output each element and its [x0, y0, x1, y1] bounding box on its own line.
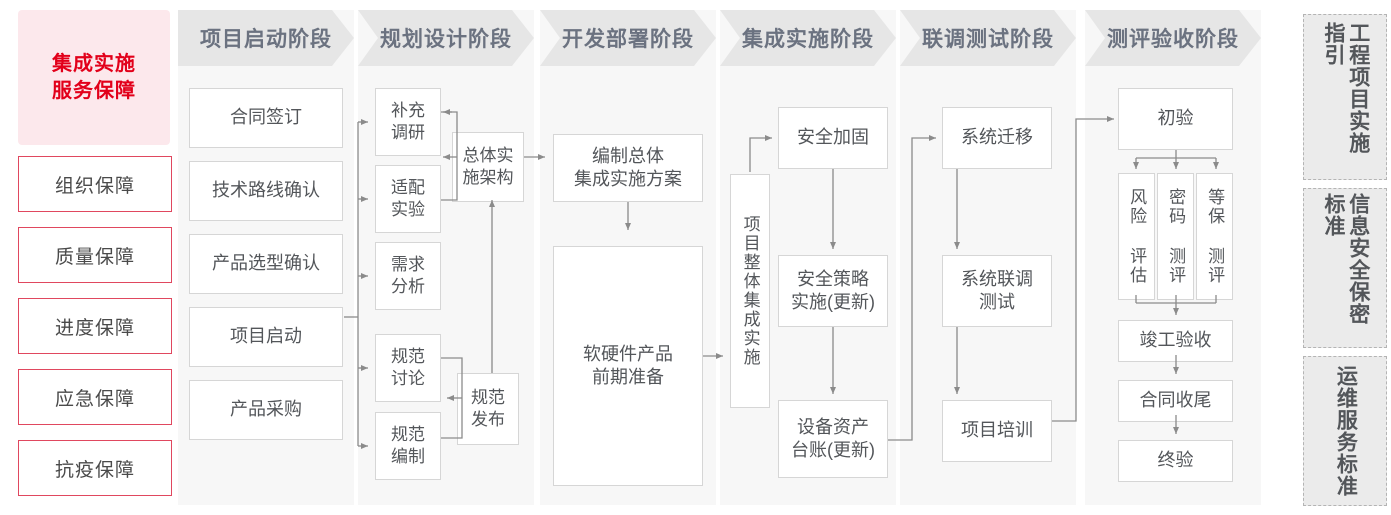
phase-column-project-launch: 项目启动阶段 合同签订 技术路线确认 产品选型确认 项目启动 产品采购: [178, 10, 354, 505]
node-completion-acceptance[interactable]: 竣工验收: [1118, 320, 1233, 362]
node-product-procurement[interactable]: 产品采购: [189, 380, 343, 440]
phase-column-evaluation-acceptance: 测评验收阶段 初验 风险 评估 密码 测评 等保 测评 竣工验收 合同收尾 终验: [1085, 10, 1261, 505]
node-label: 产品采购: [230, 399, 302, 420]
phase-header-label: 项目启动阶段: [200, 28, 332, 51]
guarantee-label: 应急保障: [54, 388, 135, 410]
node-preliminary-acceptance[interactable]: 初验: [1118, 88, 1233, 150]
node-compile-overall-plan[interactable]: 编制总体 集成实施方案: [553, 134, 703, 202]
node-security-policy-implementation[interactable]: 安全策略 实施(更新): [778, 255, 888, 327]
node-label: 设备资产 台账(更新): [791, 416, 875, 460]
phase-header[interactable]: 项目启动阶段: [178, 10, 354, 66]
guarantee-item-4[interactable]: 抗疫保障: [18, 440, 172, 496]
node-hw-sw-preparation[interactable]: 软硬件产品 前期准备: [553, 246, 703, 486]
guarantee-item-0[interactable]: 组织保障: [18, 156, 172, 212]
node-label: 合同收尾: [1139, 390, 1212, 411]
phase-header-label: 联调测试阶段: [922, 28, 1054, 51]
node-label: 系统迁移: [961, 127, 1033, 148]
node-tech-route-confirm[interactable]: 技术路线确认: [189, 161, 343, 221]
node-label: 项目培训: [961, 420, 1033, 441]
guarantee-column: 集成实施 服务保障 组织保障 质量保障 进度保障 应急保障 抗疫保障: [18, 10, 172, 505]
node-label: 需求 分析: [391, 254, 425, 296]
node-cryptography-evaluation[interactable]: 密码 测评: [1157, 173, 1194, 300]
node-label: 技术路线确认: [212, 180, 320, 201]
node-adaptation-experiment[interactable]: 适配 实验: [375, 165, 441, 233]
node-label: 初验: [1157, 108, 1194, 129]
node-label: 适配 实验: [391, 177, 425, 219]
node-project-kickoff[interactable]: 项目启动: [189, 307, 343, 367]
node-label: 软硬件产品 前期准备: [583, 343, 673, 387]
node-label: 安全策略 实施(更新): [791, 268, 875, 312]
node-label: 项目启动: [230, 326, 302, 347]
title-block: 集成实施 服务保障: [18, 10, 170, 145]
phase-header-label: 集成实施阶段: [742, 28, 874, 51]
phase-header[interactable]: 测评验收阶段: [1085, 10, 1261, 66]
node-label: 系统联调 测试: [961, 268, 1033, 312]
phase-column-integration: 集成实施阶段 项目整体集成实施 安全加固 安全策略 实施(更新) 设备资产 台账…: [720, 10, 896, 505]
node-label: 产品选型确认: [212, 253, 320, 274]
phase-header-label: 测评验收阶段: [1107, 28, 1239, 51]
guarantee-item-1[interactable]: 质量保障: [18, 227, 172, 283]
node-label: 风险 评估: [1127, 188, 1147, 285]
guarantee-label: 进度保障: [54, 317, 135, 339]
node-label: 编制总体 集成实施方案: [574, 145, 682, 189]
phase-column-joint-testing: 联调测试阶段 系统迁移 系统联调 测试 项目培训: [900, 10, 1076, 505]
guarantee-label: 质量保障: [54, 246, 135, 268]
phase-header-label: 规划设计阶段: [380, 28, 512, 51]
node-spec-publication[interactable]: 规范 发布: [457, 373, 519, 445]
node-label: 竣工验收: [1139, 330, 1212, 351]
node-product-selection-confirm[interactable]: 产品选型确认: [189, 234, 343, 294]
standard-label: 工程项目实施指引: [1322, 22, 1370, 154]
standard-card-engineering-guide[interactable]: 工程项目实施指引: [1303, 14, 1387, 180]
phase-header[interactable]: 开发部署阶段: [540, 10, 716, 66]
node-label: 密码 测评: [1166, 188, 1186, 285]
phase-column-planning-design: 规划设计阶段 补充 调研 适配 实验 需求 分析 规范 讨论 规范 编制 总体实…: [358, 10, 534, 505]
node-overall-project-integration[interactable]: 项目整体集成实施: [730, 174, 770, 408]
node-label: 补充 调研: [391, 100, 425, 142]
phase-header[interactable]: 集成实施阶段: [720, 10, 896, 66]
node-supplementary-research[interactable]: 补充 调研: [375, 88, 441, 156]
guarantee-item-3[interactable]: 应急保障: [18, 369, 172, 425]
standard-card-ops-service[interactable]: 运维服务标准: [1303, 356, 1387, 506]
node-label: 总体实 施架构: [462, 145, 514, 187]
node-label: 规范 发布: [471, 387, 505, 429]
node-risk-assessment[interactable]: 风险 评估: [1118, 173, 1155, 300]
node-requirement-analysis[interactable]: 需求 分析: [375, 242, 441, 310]
guarantee-label: 组织保障: [54, 175, 135, 197]
node-contract-signing[interactable]: 合同签订: [189, 88, 343, 148]
node-mlps-evaluation[interactable]: 等保 测评: [1196, 173, 1233, 300]
node-label: 安全加固: [797, 127, 869, 148]
standard-card-infosec[interactable]: 信息安全保密标准: [1303, 188, 1387, 348]
node-overall-implementation-architecture[interactable]: 总体实 施架构: [452, 132, 524, 202]
node-security-hardening[interactable]: 安全加固: [778, 107, 888, 169]
guarantee-label: 抗疫保障: [54, 459, 135, 481]
node-final-acceptance[interactable]: 终验: [1118, 440, 1233, 482]
title-block-label: 集成实施 服务保障: [52, 52, 136, 102]
node-system-migration[interactable]: 系统迁移: [942, 107, 1052, 169]
node-label: 规范 编制: [391, 424, 425, 466]
phase-column-dev-deployment: 开发部署阶段 编制总体 集成实施方案 软硬件产品 前期准备: [540, 10, 716, 505]
phase-header[interactable]: 规划设计阶段: [358, 10, 534, 66]
node-label: 合同签订: [230, 107, 302, 128]
node-label: 规范 讨论: [391, 346, 425, 388]
guarantee-item-2[interactable]: 进度保障: [18, 298, 172, 354]
node-project-training[interactable]: 项目培训: [942, 400, 1052, 462]
node-system-joint-test[interactable]: 系统联调 测试: [942, 255, 1052, 327]
phase-header[interactable]: 联调测试阶段: [900, 10, 1076, 66]
node-label: 等保 测评: [1205, 188, 1225, 285]
node-label: 项目整体集成实施: [740, 215, 760, 367]
standard-label: 信息安全保密标准: [1322, 193, 1370, 325]
node-spec-drafting[interactable]: 规范 编制: [375, 412, 441, 480]
node-label: 终验: [1157, 450, 1194, 471]
node-equipment-asset-ledger[interactable]: 设备资产 台账(更新): [778, 400, 888, 478]
node-contract-closure[interactable]: 合同收尾: [1118, 380, 1233, 422]
standard-label: 运维服务标准: [1334, 365, 1358, 497]
node-spec-discussion[interactable]: 规范 讨论: [375, 334, 441, 402]
phase-header-label: 开发部署阶段: [562, 28, 694, 51]
